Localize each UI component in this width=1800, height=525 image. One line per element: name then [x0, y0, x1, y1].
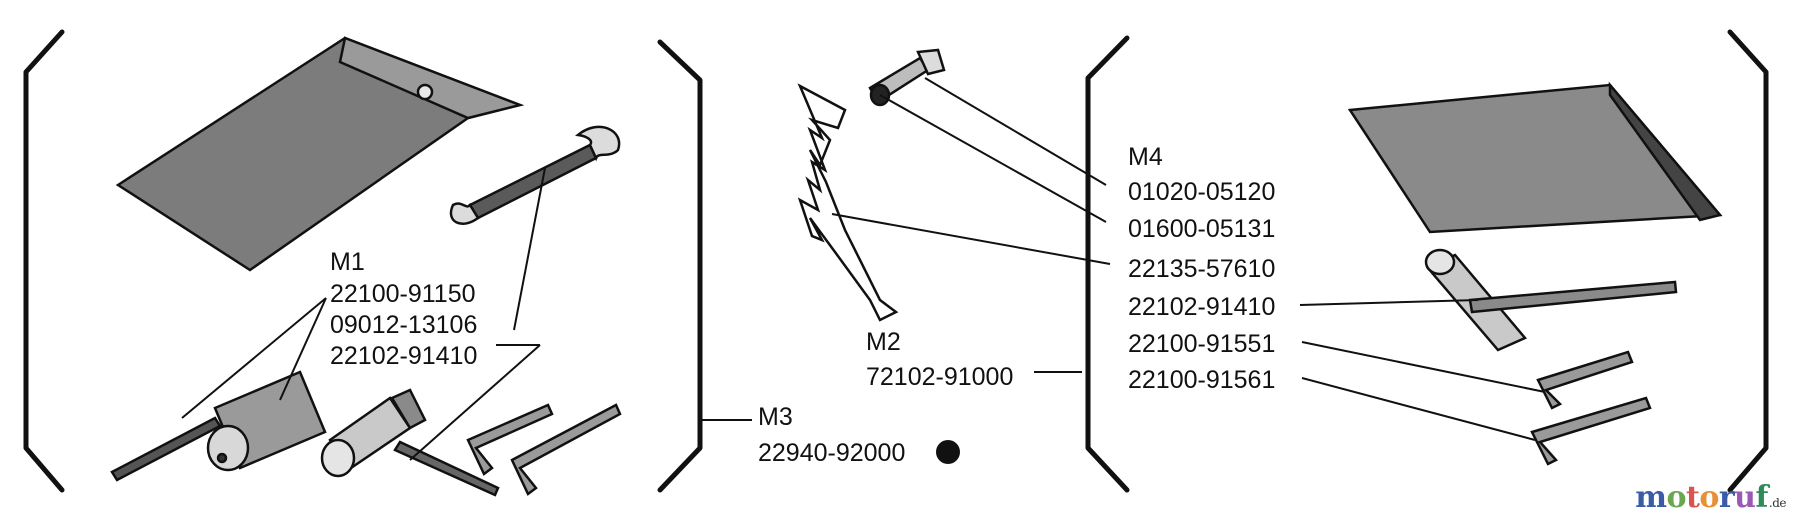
watermark-letter: o — [1699, 480, 1719, 515]
part-number: 22100-91551 — [1128, 330, 1276, 358]
watermark-letter: r — [1718, 480, 1735, 515]
bumper-spike-icon — [797, 83, 899, 322]
part-number: 22135-57610 — [1128, 255, 1276, 283]
hex-key-icon — [466, 403, 622, 496]
spark-plug-socket-icon — [320, 388, 500, 497]
bracket-right-close — [1727, 29, 1769, 493]
part-number: 01600-05131 — [1128, 215, 1276, 243]
screwdriver-icon — [110, 370, 327, 482]
bullet-marker-icon — [936, 440, 960, 464]
watermark-letter: f — [1755, 480, 1768, 515]
part-number: 22100-91561 — [1128, 366, 1276, 394]
watermark-letter: o — [1666, 480, 1686, 515]
label-m1: M1 — [330, 248, 365, 276]
watermark-letter: u — [1734, 480, 1756, 515]
watermark-letter: m — [1635, 480, 1667, 515]
part-number: 72102-91000 — [866, 363, 1014, 391]
tool-bag-icon — [115, 36, 525, 272]
watermark-letter: t — [1685, 480, 1700, 515]
hex-key-icon — [1530, 350, 1652, 466]
bracket-left-open — [23, 29, 65, 493]
label-m4: M4 — [1128, 143, 1163, 171]
watermark-logo: motoruf.de — [1635, 480, 1786, 515]
label-m3: M3 — [758, 403, 793, 431]
watermark-letters: motoruf — [1635, 480, 1768, 515]
part-number: 22102-91410 — [330, 342, 478, 370]
part-number: 22940-92000 — [758, 439, 906, 467]
bracket-right-open — [1085, 35, 1130, 493]
tool-bag-icon — [1347, 81, 1723, 234]
label-m2: M2 — [866, 328, 901, 356]
part-number: 22102-91410 — [1128, 293, 1276, 321]
bracket-left-close — [657, 39, 703, 493]
spark-plug-socket-icon — [1424, 248, 1678, 352]
part-number: 09012-13106 — [330, 311, 478, 339]
part-number: 22100-91150 — [330, 280, 476, 308]
watermark-tld: .de — [1768, 496, 1787, 510]
part-number: 01020-05120 — [1128, 178, 1276, 206]
wrench-icon — [449, 125, 621, 225]
